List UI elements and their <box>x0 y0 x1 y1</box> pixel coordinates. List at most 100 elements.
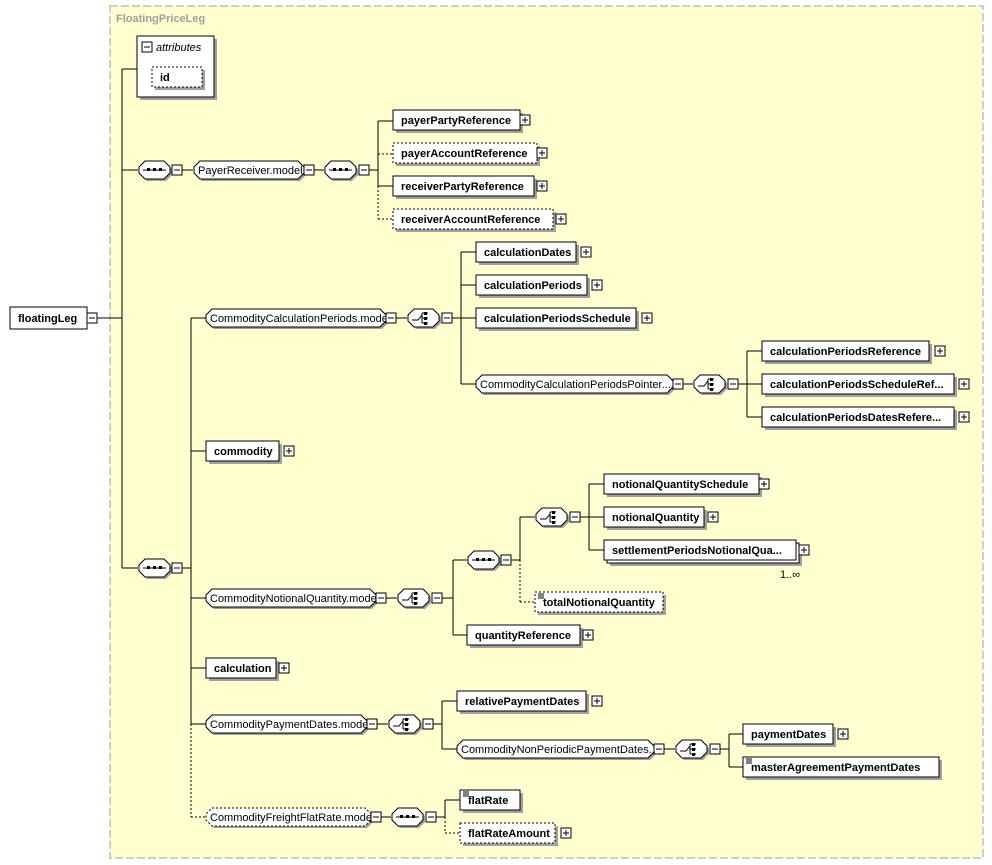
collapse-icon[interactable] <box>441 312 453 324</box>
svg-text:quantityReference: quantityReference <box>475 630 571 642</box>
svg-text:commodity: commodity <box>214 446 274 458</box>
collapse-icon[interactable] <box>385 312 397 324</box>
svg-text:calculationPeriods: calculationPeriods <box>484 280 582 292</box>
svg-text:CommodityNonPeriodicPaymentDat: CommodityNonPeriodicPaymentDates... <box>461 744 658 756</box>
element-commodity[interactable]: commodity <box>205 440 295 464</box>
svg-text:CommodityFreightFlatRate.model: CommodityFreightFlatRate.model <box>210 812 374 824</box>
element-receiver-account-reference[interactable]: receiverAccountReference <box>392 208 567 232</box>
svg-text:receiverAccountReference: receiverAccountReference <box>401 214 540 226</box>
collapse-icon[interactable] <box>672 378 684 390</box>
svg-text:calculationDates: calculationDates <box>484 247 571 259</box>
svg-text:relativePaymentDates: relativePaymentDates <box>465 696 579 708</box>
attributes-collapse-icon[interactable] <box>141 41 153 53</box>
cardinality-label: 1..∞ <box>780 569 800 581</box>
element-relative-payment-dates[interactable]: relativePaymentDates <box>456 690 603 714</box>
element-payer-account-reference[interactable]: payerAccountReference <box>392 142 548 166</box>
collapse-icon[interactable] <box>171 562 183 574</box>
container-title: FloatingPriceLeg <box>116 13 205 25</box>
choice-compositor[interactable] <box>397 588 431 609</box>
element-calculation[interactable]: calculation <box>205 657 290 681</box>
collapse-icon[interactable] <box>370 811 382 823</box>
svg-text:CommodityPaymentDates.model: CommodityPaymentDates.model <box>210 719 371 731</box>
element-settlement-periods-notional-quantity[interactable]: settlementPeriodsNotionalQua... 1..∞ <box>603 539 810 581</box>
choice-compositor[interactable] <box>388 714 422 735</box>
calc-periods-pointer-group[interactable]: CommodityCalculationPeriodsPointer.... <box>475 374 675 395</box>
collapse-icon[interactable] <box>569 511 581 523</box>
sequence-compositor[interactable] <box>138 160 172 181</box>
element-notional-quantity-schedule[interactable]: notionalQuantitySchedule <box>603 473 770 497</box>
svg-text:calculationPeriodsReference: calculationPeriodsReference <box>770 346 921 358</box>
root-collapse-icon[interactable] <box>86 312 98 324</box>
svg-text:calculationPeriodsSchedule: calculationPeriodsSchedule <box>484 313 631 325</box>
sequence-compositor[interactable] <box>391 807 425 828</box>
choice-compositor[interactable] <box>693 374 727 395</box>
svg-text:calculation: calculation <box>214 663 272 675</box>
notional-quantity-group[interactable]: CommodityNotionalQuantity.model <box>205 588 379 609</box>
attribute-id[interactable]: id <box>160 72 170 84</box>
svg-text:calculationPeriodsScheduleRef.: calculationPeriodsScheduleRef... <box>770 379 944 391</box>
svg-text:notionalQuantity: notionalQuantity <box>612 512 700 524</box>
collapse-icon[interactable] <box>431 592 443 604</box>
svg-text:paymentDates: paymentDates <box>751 729 826 741</box>
payer-receiver-group-label: PayerReceiver.model <box>198 165 303 177</box>
svg-text:flatRateAmount: flatRateAmount <box>468 828 550 840</box>
freight-flat-rate-group[interactable]: CommodityFreightFlatRate.model <box>205 807 374 828</box>
text-content-icon <box>538 593 544 599</box>
element-calculation-periods[interactable]: calculationPeriods <box>475 274 603 298</box>
sequence-compositor[interactable] <box>467 550 501 571</box>
collapse-icon[interactable] <box>366 718 378 730</box>
collapse-icon[interactable] <box>425 811 437 823</box>
element-payment-dates[interactable]: paymentDates <box>742 723 849 747</box>
element-receiver-party-reference[interactable]: receiverPartyReference <box>392 175 548 199</box>
attributes-title: attributes <box>156 42 202 54</box>
svg-text:notionalQuantitySchedule: notionalQuantitySchedule <box>612 479 748 491</box>
collapse-icon[interactable] <box>500 554 512 566</box>
sequence-compositor[interactable] <box>138 558 172 579</box>
element-master-agreement-payment-dates[interactable]: masterAgreementPaymentDates <box>742 756 942 780</box>
collapse-icon[interactable] <box>375 592 387 604</box>
element-flat-rate[interactable]: flatRate <box>459 789 523 813</box>
svg-text:payerAccountReference: payerAccountReference <box>401 148 528 160</box>
collapse-icon[interactable] <box>709 743 721 755</box>
element-flat-rate-amount[interactable]: flatRateAmount <box>459 822 572 846</box>
text-content-icon <box>463 791 469 797</box>
element-calculation-periods-schedule[interactable]: calculationPeriodsSchedule <box>475 307 653 331</box>
payment-dates-group[interactable]: CommodityPaymentDates.model <box>205 714 371 735</box>
svg-text:flatRate: flatRate <box>468 795 508 807</box>
connector-lines <box>97 68 762 834</box>
collapse-icon[interactable] <box>358 164 370 176</box>
svg-text:receiverPartyReference: receiverPartyReference <box>401 181 524 193</box>
svg-text:CommodityNotionalQuantity.mode: CommodityNotionalQuantity.model <box>210 593 379 605</box>
non-periodic-payment-dates-group[interactable]: CommodityNonPeriodicPaymentDates... <box>456 739 658 760</box>
element-calculation-periods-schedule-reference[interactable]: calculationPeriodsScheduleRef... <box>761 373 970 397</box>
root-element[interactable]: floatingLeg <box>9 306 88 330</box>
svg-text:totalNotionalQuantity: totalNotionalQuantity <box>543 597 656 609</box>
element-calculation-dates[interactable]: calculationDates <box>475 241 592 265</box>
attributes-panel: attributes id <box>136 35 217 100</box>
element-quantity-reference[interactable]: quantityReference <box>466 624 594 648</box>
collapse-icon[interactable] <box>171 164 183 176</box>
element-notional-quantity[interactable]: notionalQuantity <box>603 506 719 530</box>
text-content-icon <box>746 758 752 764</box>
svg-text:calculationPeriodsDatesRefere.: calculationPeriodsDatesRefere... <box>770 412 941 424</box>
element-calculation-periods-dates-reference[interactable]: calculationPeriodsDatesRefere... <box>761 406 970 430</box>
element-payer-party-reference[interactable]: payerPartyReference <box>392 109 531 133</box>
payer-receiver-group[interactable]: PayerReceiver.model <box>193 160 306 181</box>
collapse-icon[interactable] <box>653 743 665 755</box>
choice-compositor[interactable] <box>675 739 709 760</box>
choice-compositor[interactable] <box>407 308 441 329</box>
calc-periods-group[interactable]: CommodityCalculationPeriods.model <box>205 308 390 329</box>
element-calculation-periods-reference[interactable]: calculationPeriodsReference <box>761 340 946 364</box>
svg-text:settlementPeriodsNotionalQua..: settlementPeriodsNotionalQua... <box>612 545 782 557</box>
sequence-compositor[interactable] <box>324 160 358 181</box>
collapse-icon[interactable] <box>303 164 315 176</box>
svg-text:CommodityCalculationPeriodsPoi: CommodityCalculationPeriodsPointer.... <box>480 379 674 391</box>
collapse-icon[interactable] <box>422 718 434 730</box>
choice-compositor[interactable] <box>535 507 569 528</box>
element-total-notional-quantity[interactable]: totalNotionalQuantity <box>534 591 666 615</box>
root-label: floatingLeg <box>18 313 77 325</box>
svg-text:CommodityCalculationPeriods.mo: CommodityCalculationPeriods.model <box>210 313 390 325</box>
collapse-icon[interactable] <box>727 378 739 390</box>
svg-text:payerPartyReference: payerPartyReference <box>401 115 511 127</box>
